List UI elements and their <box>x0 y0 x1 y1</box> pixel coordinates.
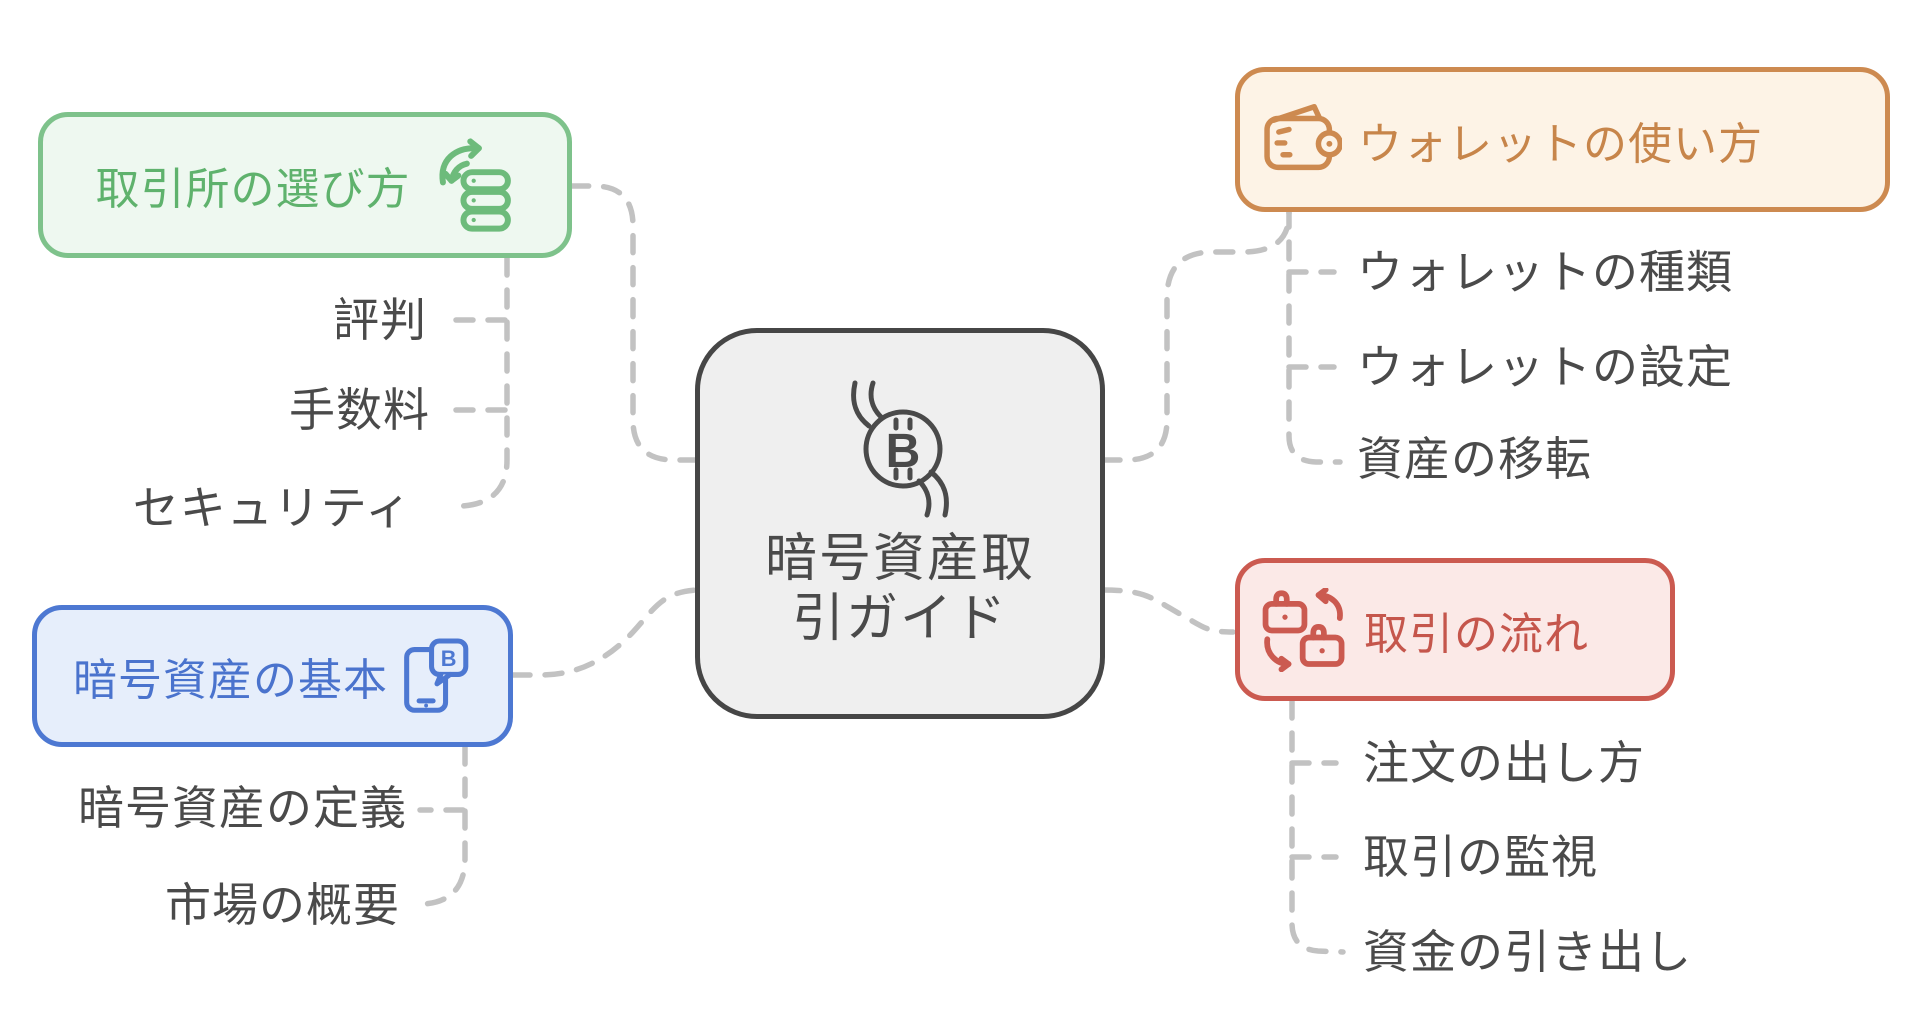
leaf-item-trade-monitoring[interactable]: 取引の監視 <box>1363 831 1598 883</box>
branch-label-crypto-basics: 暗号資産の基本 <box>73 656 388 705</box>
center-title: 暗号資産取 引ガイド <box>765 529 1035 649</box>
connector-basics-spine <box>411 744 468 908</box>
leaf-item-wallet-setup[interactable]: ウォレットの設定 <box>1357 341 1733 393</box>
svg-text:B: B <box>886 425 921 478</box>
leaf-item-market-overview[interactable]: 市場の概要 <box>165 879 400 931</box>
connector-wallet-spine <box>1286 207 1343 465</box>
leaf-item-asset-transfer[interactable]: 資産の移転 <box>1357 433 1592 485</box>
branch-label-trading-flow: 取引の流れ <box>1364 609 1589 659</box>
connector-center-to-exchange <box>569 183 700 463</box>
branch-node-wallet-usage[interactable]: ウォレットの使い方 <box>1235 67 1890 212</box>
wallet-icon <box>1262 99 1342 181</box>
branch-node-crypto-basics[interactable]: 暗号資産の基本 B <box>32 605 513 747</box>
coin-swap-icon <box>429 138 515 232</box>
center-node[interactable]: B 暗号資産取 引ガイド <box>695 328 1105 719</box>
center-title-line1: 暗号資産取 <box>764 530 1035 588</box>
branch-label-exchange-selection: 取引所の選び方 <box>95 165 411 214</box>
leaf-item-security[interactable]: セキュリティ <box>132 482 412 534</box>
connector-center-to-flow <box>1100 587 1236 635</box>
bitcoin-hands-icon: B <box>825 379 975 519</box>
center-title-line2: 引ガイド <box>791 590 1008 648</box>
connector-center-to-basics <box>510 587 700 678</box>
svg-text:B: B <box>441 646 457 671</box>
connector-flow-spine <box>1289 698 1346 955</box>
connector-center-to-wallet <box>1100 207 1292 463</box>
briefcase-swap-icon <box>1262 587 1346 672</box>
leaf-item-order-placement[interactable]: 注文の出し方 <box>1363 737 1645 789</box>
connector-exchange-spine <box>447 255 510 510</box>
leaf-item-wallet-types[interactable]: ウォレットの種類 <box>1357 246 1733 298</box>
branch-node-exchange-selection[interactable]: 取引所の選び方 <box>38 112 572 258</box>
branch-label-wallet-usage: ウォレットの使い方 <box>1358 119 1763 169</box>
branch-node-trading-flow[interactable]: 取引の流れ <box>1235 558 1675 701</box>
leaf-item-fund-withdrawal[interactable]: 資金の引き出し <box>1363 926 1692 978</box>
leaf-item-crypto-definition[interactable]: 暗号資産の定義 <box>78 782 407 834</box>
leaf-item-fees[interactable]: 手数料 <box>289 384 430 436</box>
phone-crypto-icon: B <box>402 631 472 721</box>
leaf-item-reputation[interactable]: 評判 <box>333 294 427 346</box>
